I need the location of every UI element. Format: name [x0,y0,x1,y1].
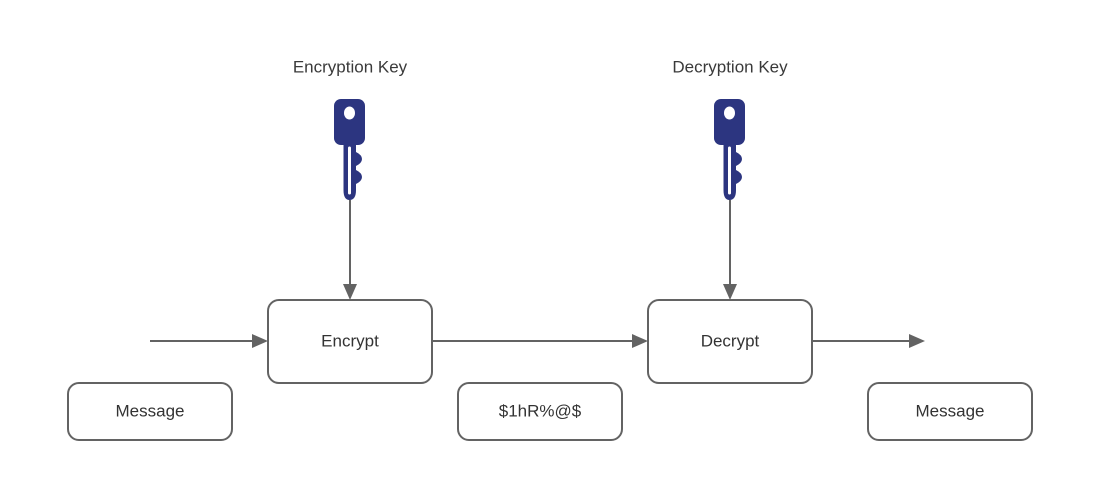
input-arrow [150,334,268,348]
encrypt-box[interactable]: Encrypt [267,299,433,384]
encrypt-box-shape [267,299,433,384]
message-output-box-shape [867,382,1033,441]
decrypt-box-label: Decrypt [701,331,760,350]
ciphertext-arrow [432,334,648,348]
message-output-label: Message [916,401,985,420]
encryption-key-label: Encryption Key [293,57,408,76]
message-input-box[interactable]: Message [67,382,233,441]
decryption-key-arrow [723,200,737,300]
ciphertext-label: $1hR%@$ [499,401,582,420]
key-icon [334,99,365,145]
key-shaft-icon [343,143,362,200]
decryption-key-label: Decryption Key [672,57,788,76]
ciphertext-box[interactable]: $1hR%@$ [457,382,623,441]
encryption-key-group[interactable]: Encryption Key [293,57,408,200]
key-shaft-icon [723,143,742,200]
decryption-key-group[interactable]: Decryption Key [672,57,788,200]
decrypt-box-shape [647,299,813,384]
output-arrow [812,334,925,348]
message-input-box-shape [67,382,233,441]
decrypt-box[interactable]: Decrypt [647,299,813,384]
ciphertext-box-shape [457,382,623,441]
key-icon [714,99,745,145]
message-input-label: Message [116,401,185,420]
key-hole-icon [344,106,355,120]
encrypt-box-label: Encrypt [321,331,379,350]
encryption-key-arrow [343,200,357,300]
key-hole-icon [724,106,735,120]
message-output-box[interactable]: Message [867,382,1033,441]
